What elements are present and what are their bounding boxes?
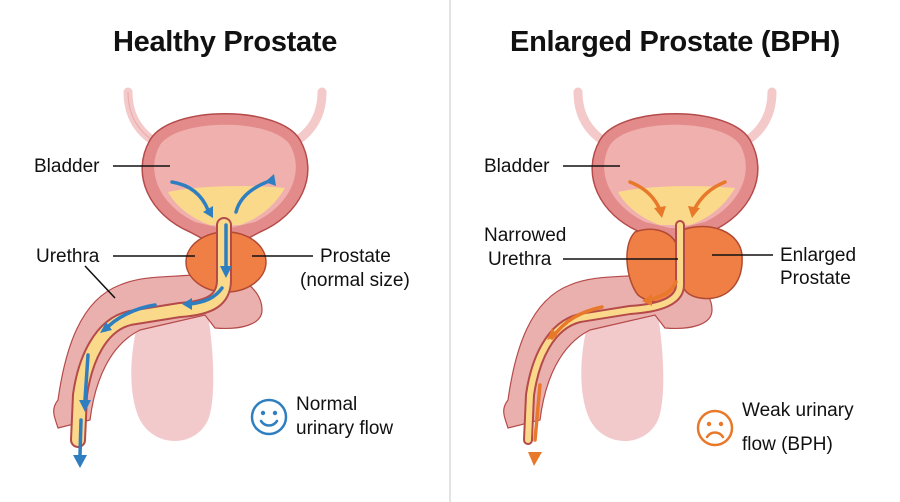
legend-line1: Weak urinary [742, 400, 854, 421]
prostate-lobe-right [681, 225, 743, 300]
healthy-legend: Normal urinary flow [250, 393, 393, 441]
label-urethra: Urethra [36, 246, 100, 267]
bph-panel-title: Enlarged Prostate (BPH) [510, 26, 840, 58]
healthy-prostate-panel: Healthy Prostate [34, 26, 410, 468]
smiley-face-icon [250, 398, 288, 436]
panel-divider [449, 0, 451, 502]
legend-line2: flow (BPH) [742, 434, 833, 455]
bph-legend: Weak urinary flow (BPH) [696, 394, 854, 462]
label-prostate: Prostate [320, 246, 391, 267]
legend-line2: urinary flow [296, 418, 394, 439]
bph-anatomy-illustration [503, 87, 777, 466]
label-enlarged: Enlarged [780, 245, 857, 266]
label-bladder: Bladder [34, 156, 100, 177]
label-prostate: Prostate [780, 268, 851, 289]
label-bladder: Bladder [484, 156, 550, 177]
sad-face-icon [696, 409, 734, 447]
bph-prostate-panel: Enlarged Prostate (BPH) [450, 0, 900, 502]
urethra-channel [72, 219, 230, 446]
narrowed-urethra-channel [525, 222, 683, 443]
healthy-panel-title: Healthy Prostate [112, 26, 338, 58]
label-narrowed: Narrowed [484, 225, 567, 246]
legend-line1: Normal [296, 394, 358, 415]
healthy-anatomy-illustration [53, 87, 327, 468]
label-urethra: Urethra [488, 249, 552, 270]
healthy-flow-arrows [78, 178, 274, 457]
label-prostate-size: (normal size) [300, 270, 410, 291]
